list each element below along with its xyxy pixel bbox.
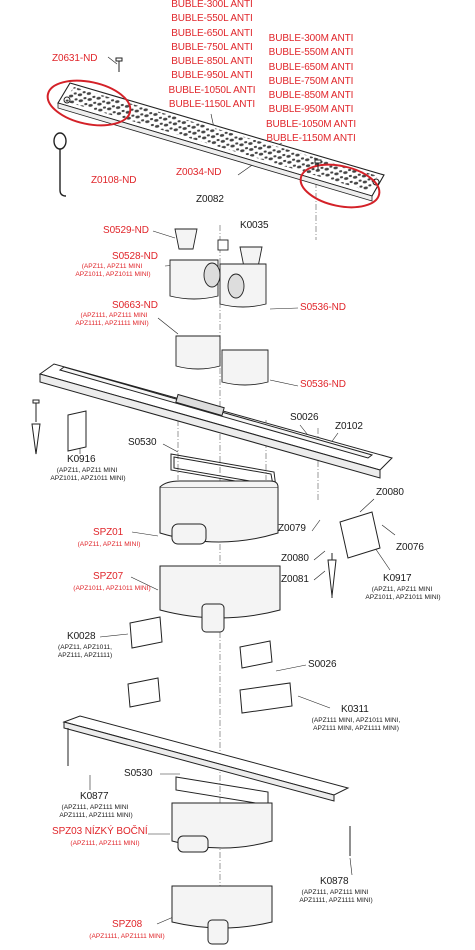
body-spz01 [159,480,279,545]
highlight-ellipse-right [299,163,381,209]
label-buble-300m: BUBLE-300M ANTI [268,33,354,44]
note-k0916-2: APZ1011, APZ1011 MINI) [50,475,126,482]
label-buble-950l: BUBLE-950L ANTI [171,70,253,82]
clips-k0311 [239,682,293,714]
screw-z0631 [115,57,123,72]
label-buble-1050m: BUBLE-1050M ANTI [265,118,357,130]
label-z0034: Z0034-ND [176,167,222,178]
label-k0035: K0035 [240,220,269,231]
note-k0878-2: APZ1111, APZ1111 MINI) [299,897,373,904]
label-z0081: Z0081 [281,574,309,585]
label-buble-750m: BUBLE-750M ANTI [268,75,354,87]
note-k0916-1: (APZ11, APZ11 MINI [56,467,118,474]
frame-s0530-b [175,776,269,806]
note-s0528-2: APZ1011, APZ1011 MINI) [75,271,151,278]
label-buble-950m: BUBLE-950M ANTI [268,104,354,116]
label-buble-1050l: BUBLE-1050L ANTI [168,84,256,96]
highlight-ellipse-left [46,79,132,127]
label-spz01: SPZ01 [93,527,124,538]
label-buble-850l: BUBLE-850L ANTI [171,56,253,68]
label-s0530-a: S0530 [128,437,157,448]
body-spz08 [171,885,273,945]
label-k0878: K0878 [320,876,349,887]
note-spz01: (APZ11, APZ11 MINI) [77,541,141,548]
label-s0536-b: S0536-ND [300,379,346,390]
label-buble-750l: BUBLE-750L ANTI [171,41,253,53]
grate-buble [57,82,385,202]
label-s0528: S0528-ND [112,251,158,262]
label-z0631: Z0631-ND [52,53,98,64]
note-spz07: (APZ1011, APZ1011 MINI) [73,585,151,592]
note-k0311-2: APZ111 MINI, APZ1111 MINI) [313,725,399,732]
label-spz08: SPZ08 [112,919,143,930]
label-spz07: SPZ07 [93,571,124,582]
note-k0877-1: (APZ111, APZ111 MINI [61,804,129,811]
note-spz03: (APZ111, APZ111 MINI) [70,840,140,847]
label-buble-1150m: BUBLE-1150M ANTI [266,133,356,145]
label-buble-650m: BUBLE-650M ANTI [268,61,354,73]
label-buble-650l: BUBLE-650L ANTI [171,27,253,39]
label-s0026-b: S0026 [308,659,337,670]
hook-z0108 [53,132,67,197]
note-k0028-2: APZ111, APZ1111) [57,652,113,659]
label-z0102: Z0102 [335,421,363,432]
label-s0529: S0529-ND [103,225,149,236]
label-k0028: K0028 [67,631,96,642]
clips-k0028 [127,616,273,708]
label-s0026-a: S0026 [290,412,319,423]
label-z0082: Z0082 [196,194,224,205]
label-s0530-b: S0530 [124,768,153,779]
trap-parts [169,228,269,386]
note-s0528-1: (APZ11, APZ11 MINI [81,263,143,270]
channel-apz11 [38,363,393,479]
label-buble-1150l: BUBLE-1150L ANTI [168,99,256,111]
label-z0080-b: Z0080 [281,553,309,564]
body-spz07 [159,565,281,633]
label-buble-300l: BUBLE-300L ANTI [171,0,253,10]
label-buble-850m: BUBLE-850M ANTI [268,90,354,102]
body-spz03 [171,802,273,853]
note-spz08: (APZ1111, APZ1111 MINI) [89,933,165,940]
label-k0311: K0311 [341,704,369,715]
label-buble-550m: BUBLE-550M ANTI [268,47,354,59]
note-s0663-1: (APZ111, APZ111 MINI [80,312,148,319]
note-k0917-1: (APZ11, APZ11 MINI [371,586,433,593]
note-k0311-1: (APZ111 MINI, APZ1011 MINI, [311,717,401,724]
screw-z0034 [314,159,322,170]
note-k0028-1: (APZ11, APZ1011, [58,644,112,651]
note-k0878-1: (APZ111, APZ111 MINI [301,889,369,896]
label-k0877: K0877 [80,791,109,802]
label-z0079: Z0079 [278,523,306,534]
bracket-k0916 [31,399,87,455]
label-k0916: K0916 [67,454,96,465]
label-s0663: S0663-ND [112,300,158,311]
label-z0108: Z0108-ND [91,175,137,186]
label-k0917: K0917 [383,573,412,584]
label-spz03: SPZ03 NÍZKÝ BOČNÍ [52,826,148,837]
label-z0080-a: Z0080 [376,487,404,498]
label-z0076: Z0076 [396,542,424,553]
note-s0663-2: APZ1111, APZ1111 MINI) [75,320,149,327]
bracket-k0917 [327,511,381,598]
note-k0917-2: APZ1011, APZ1011 MINI) [365,594,441,601]
label-s0536-a: S0536-ND [300,302,346,313]
channel-apz111 [62,715,351,856]
note-k0877-2: APZ1111, APZ1111 MINI) [59,812,133,819]
label-buble-550l: BUBLE-550L ANTI [171,13,253,25]
